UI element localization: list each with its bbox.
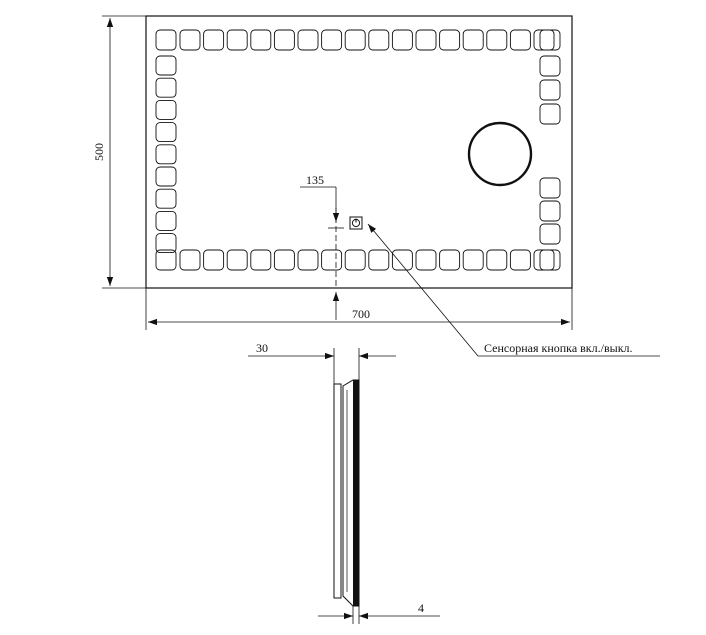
led-segment	[391, 29, 413, 51]
led-segment	[155, 55, 177, 76]
led-segment	[539, 29, 561, 51]
led-segment	[273, 249, 295, 271]
led-segment	[462, 249, 484, 271]
led-segment	[179, 249, 201, 271]
led-segment	[321, 249, 343, 271]
width-dimension: 700	[145, 288, 573, 330]
power-icon	[349, 216, 363, 230]
led-segment	[155, 99, 177, 120]
thickness-dimension: 4	[318, 601, 440, 624]
led-segment	[297, 29, 319, 51]
offset-dimension: 135	[300, 173, 344, 229]
led-segment	[539, 200, 561, 222]
led-segment	[155, 29, 177, 51]
led-segment	[179, 29, 201, 51]
side-glass	[353, 380, 359, 606]
led-segment	[344, 249, 366, 271]
led-strip	[155, 29, 561, 271]
led-segment	[509, 29, 531, 51]
mirror-outline	[145, 15, 573, 289]
led-segment	[509, 249, 531, 271]
height-dimension: 500	[92, 15, 146, 289]
led-segment	[155, 249, 177, 271]
led-segment	[155, 210, 177, 231]
led-segment	[415, 249, 437, 271]
led-segment	[321, 29, 343, 51]
led-segment	[155, 188, 177, 209]
led-segment	[155, 77, 177, 98]
led-segment	[203, 249, 225, 271]
led-segment	[250, 249, 272, 271]
led-segment	[533, 249, 555, 271]
height-label: 500	[92, 143, 106, 161]
led-segment	[250, 29, 272, 51]
touch-button-callout: Сенсорная кнопка вкл./выкл.	[367, 223, 660, 357]
led-segment	[486, 249, 508, 271]
led-segment	[533, 29, 555, 51]
led-segment	[439, 29, 461, 51]
led-segment	[344, 29, 366, 51]
led-segment	[539, 103, 561, 125]
led-segment	[297, 249, 319, 271]
led-segment	[203, 29, 225, 51]
led-segment	[226, 29, 248, 51]
thickness-label: 4	[418, 601, 424, 615]
led-segment	[368, 29, 390, 51]
front-view	[145, 15, 573, 289]
offset-label: 135	[306, 173, 324, 187]
led-segment	[486, 29, 508, 51]
side-frame	[333, 383, 342, 599]
depth-label: 30	[256, 341, 268, 355]
led-segment	[415, 29, 437, 51]
magnifier-mirror	[467, 121, 533, 187]
led-segment	[155, 166, 177, 187]
led-segment	[391, 249, 413, 271]
led-segment	[155, 144, 177, 165]
led-segment	[226, 249, 248, 271]
led-segment	[539, 55, 561, 77]
led-segment	[462, 29, 484, 51]
led-segment	[155, 122, 177, 143]
led-segment	[539, 223, 561, 245]
depth-dimension: 30	[248, 341, 396, 384]
led-segment	[368, 249, 390, 271]
callout-text: Сенсорная кнопка вкл./выкл.	[484, 341, 633, 355]
width-label: 700	[352, 307, 370, 321]
led-segment	[539, 249, 561, 271]
led-segment	[155, 233, 177, 254]
callout-leader	[367, 223, 479, 357]
led-segment	[273, 29, 295, 51]
led-segment	[539, 79, 561, 101]
side-view	[333, 379, 360, 607]
led-segment	[539, 177, 561, 199]
led-segment	[439, 249, 461, 271]
touch-button	[349, 216, 363, 230]
